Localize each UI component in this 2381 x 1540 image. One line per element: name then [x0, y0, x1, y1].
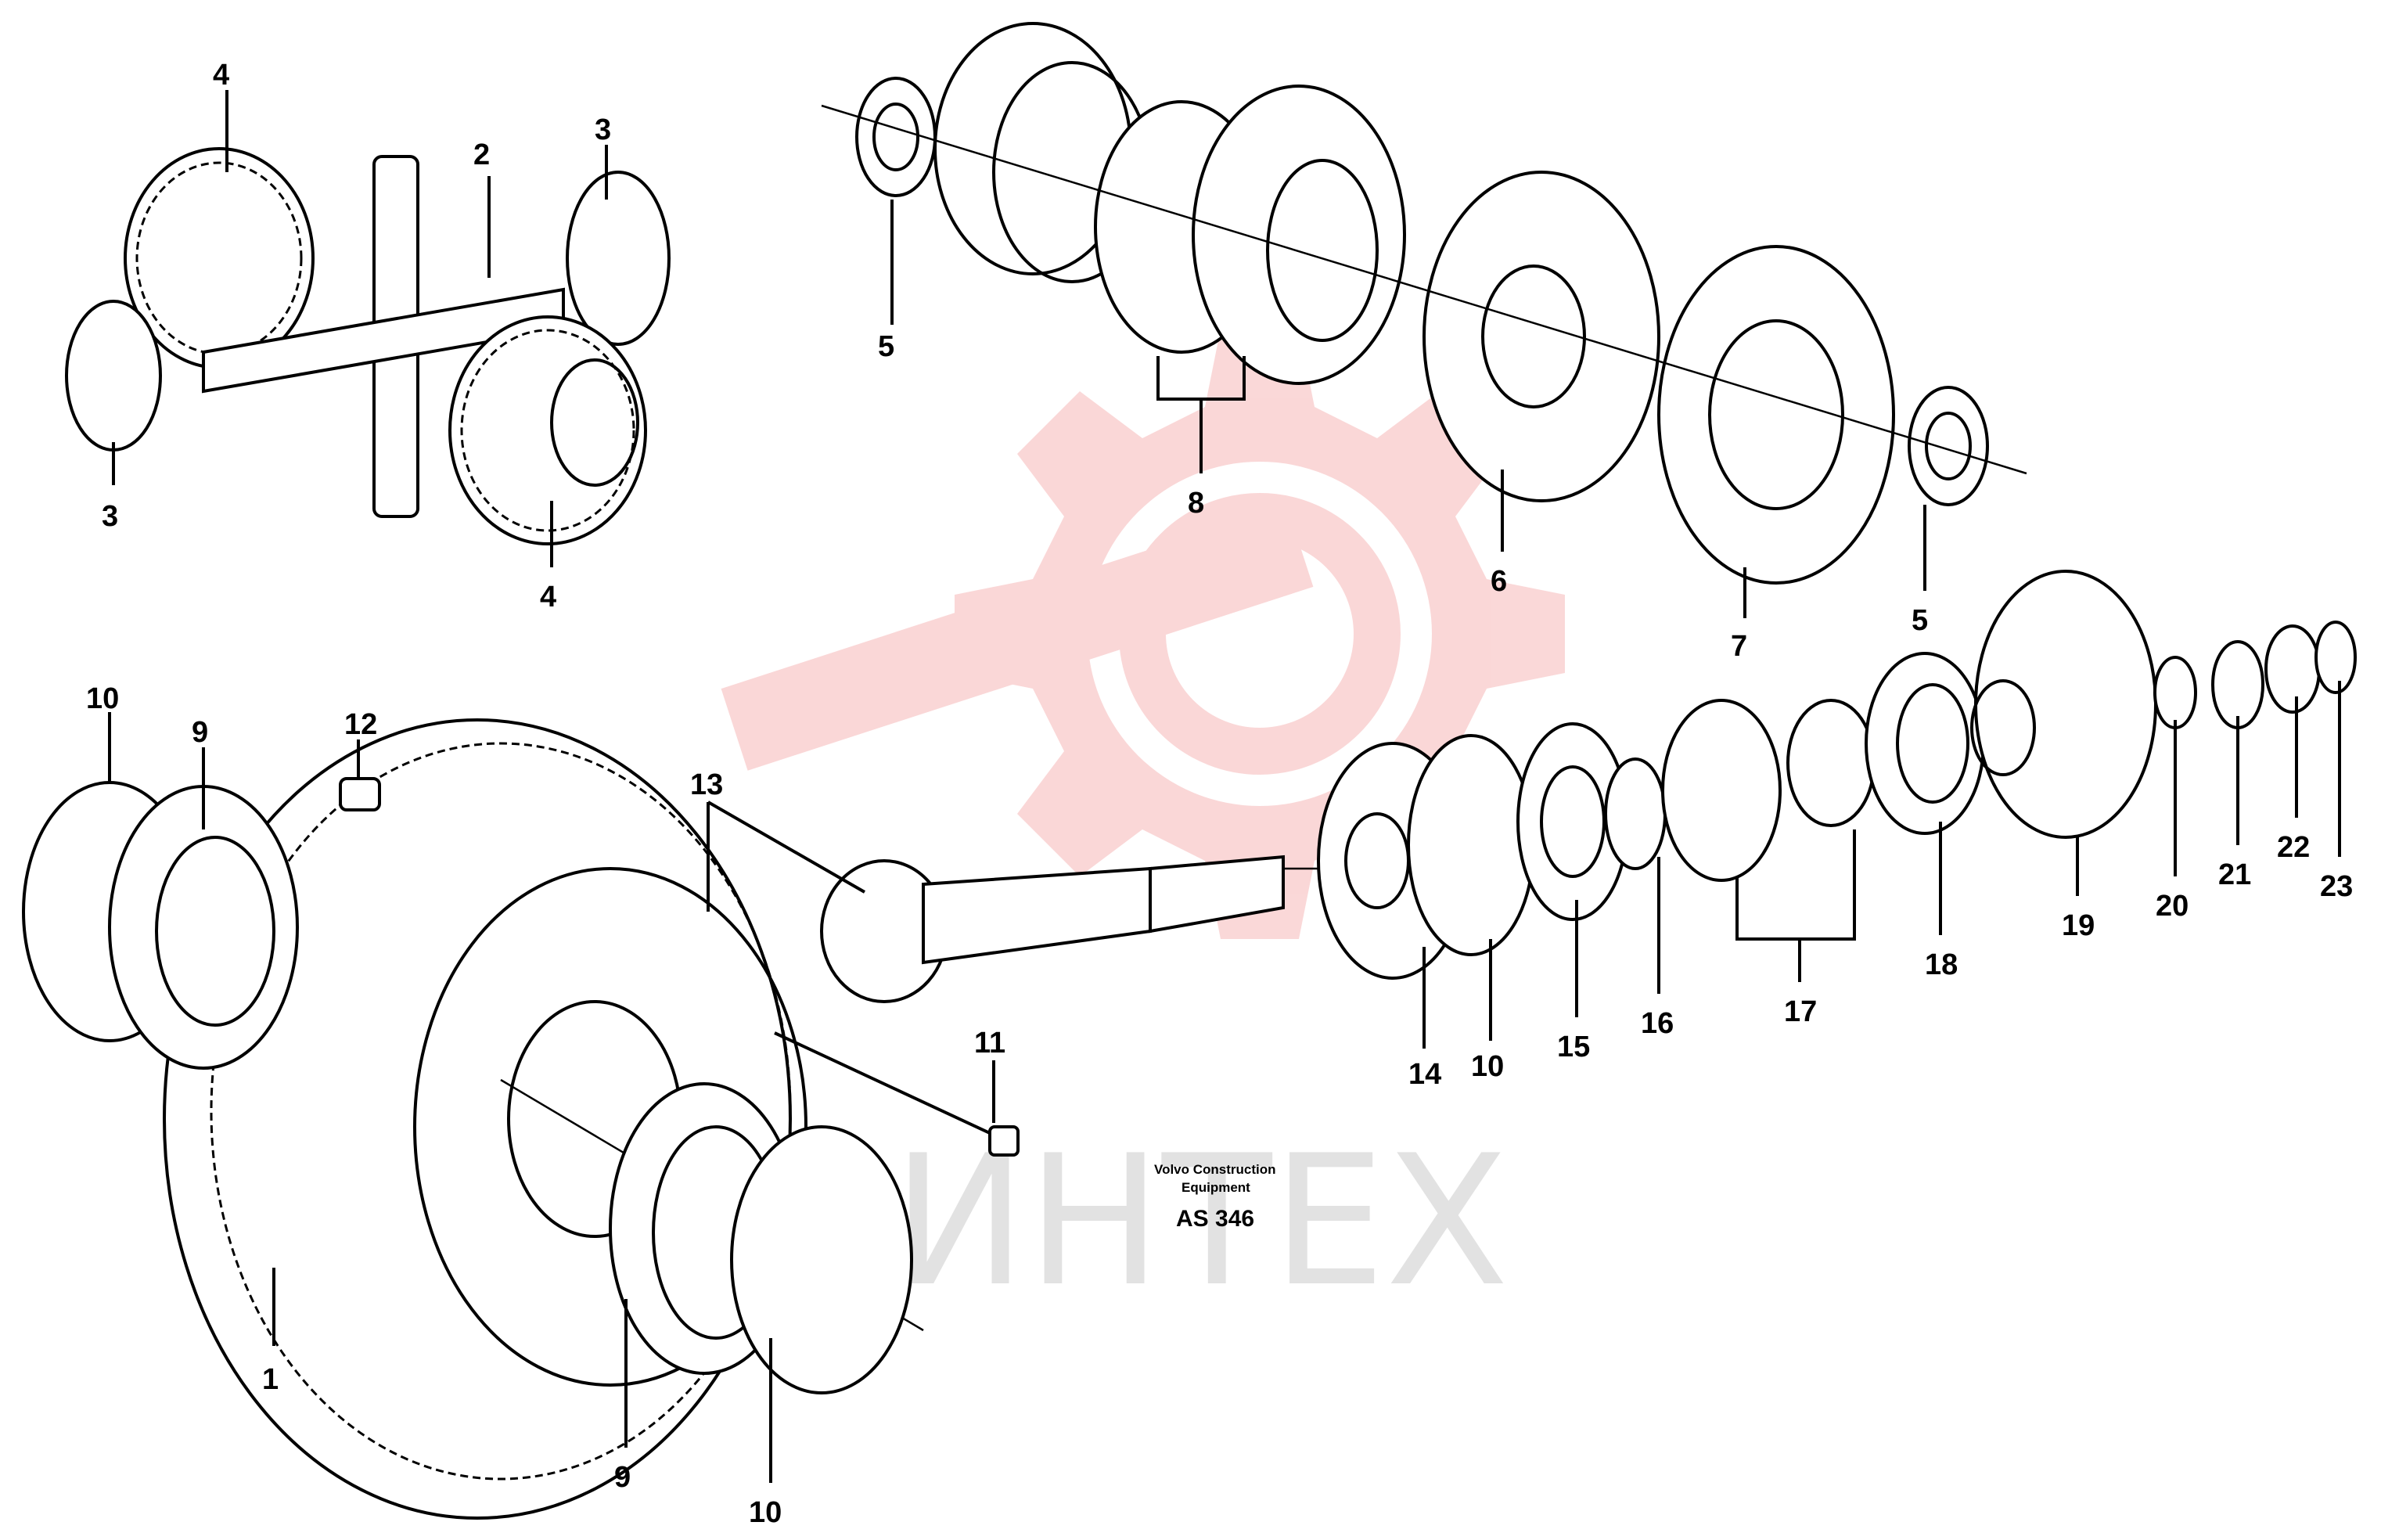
callout-23: 23 [2320, 870, 2353, 903]
part-10-ring-middle [1407, 734, 1535, 956]
callout-8: 8 [1188, 487, 1204, 520]
callout-1: 1 [262, 1363, 279, 1396]
part-20-washer [2153, 656, 2197, 729]
part-5-washer-right [1908, 386, 1989, 506]
part-3-pinion-right [566, 171, 671, 346]
part-11-bolt [774, 1031, 1020, 1157]
part-9-bearing-left [108, 785, 299, 1070]
callout-20: 20 [2156, 890, 2189, 923]
callout-2: 2 [473, 139, 490, 171]
part-19-flange [1970, 570, 2157, 839]
part-13-pinion-shaft [820, 855, 1346, 1003]
callout-9-left: 9 [192, 716, 208, 749]
callout-4-upper: 4 [213, 59, 229, 92]
callout-18: 18 [1925, 948, 1958, 981]
part-17-bearing-assembly [1661, 699, 1876, 882]
callout-3-right: 3 [595, 113, 611, 146]
callout-11: 11 [974, 1027, 1005, 1060]
part-23-ring [2314, 621, 2357, 694]
watermark-wrench [721, 505, 1314, 771]
part-4-side-gear-upper [124, 147, 315, 369]
callout-9-bottom: 9 [614, 1461, 631, 1494]
callout-10-left: 10 [86, 682, 119, 715]
part-10-ring-bottom [730, 1125, 913, 1394]
part-18-bearing-cup [1865, 652, 1985, 835]
part-3-pinion-left [65, 300, 162, 452]
part-21-lock-nut [2211, 640, 2264, 729]
caption-line1: Volvo Construction [1154, 1162, 1276, 1177]
part-16-washer [1604, 757, 1667, 870]
callout-22: 22 [2277, 831, 2310, 864]
callout-3-left: 3 [102, 500, 118, 533]
callout-4-lower: 4 [540, 581, 556, 613]
part-4-side-gear-lower [448, 315, 647, 545]
part-22-nut [2264, 624, 2321, 714]
part-2-cross-shaft [202, 155, 565, 518]
callout-17: 17 [1784, 995, 1817, 1028]
callout-12: 12 [344, 708, 377, 741]
watermark-gear-logo [721, 329, 1565, 939]
callout-6: 6 [1491, 565, 1507, 598]
callout-16: 16 [1641, 1007, 1674, 1040]
callout-14: 14 [1408, 1058, 1441, 1091]
callout-15: 15 [1557, 1031, 1590, 1063]
clutch-axis-line [821, 104, 2027, 475]
caption-line2: Equipment [1182, 1180, 1250, 1195]
caption-code: AS 346 [1176, 1206, 1254, 1232]
callout-labels: 4 2 3 3 4 5 8 6 7 5 10 9 12 13 11 14 10 … [86, 59, 2353, 1529]
part-6-friction-plate [1422, 171, 1660, 502]
callout-7: 7 [1731, 630, 1747, 663]
callout-5-right: 5 [1912, 604, 1928, 637]
watermark-gear-hole [1088, 462, 1432, 806]
callout-21: 21 [2218, 858, 2251, 891]
callout-13: 13 [690, 768, 723, 801]
part-7-steel-plate [1657, 245, 1895, 585]
part-12-nut [339, 777, 381, 811]
callout-10-bottom: 10 [749, 1496, 782, 1529]
part-8-disc-set [1094, 85, 1406, 385]
callout-10-middle: 10 [1471, 1050, 1504, 1083]
figure-caption: Volvo Construction Equipment AS 346 [1154, 1162, 1276, 1232]
callout-19: 19 [2062, 909, 2095, 942]
watermark-gear-ring [1119, 493, 1401, 775]
leader-lines [108, 90, 2341, 1483]
callout-5-upper: 5 [878, 330, 894, 363]
